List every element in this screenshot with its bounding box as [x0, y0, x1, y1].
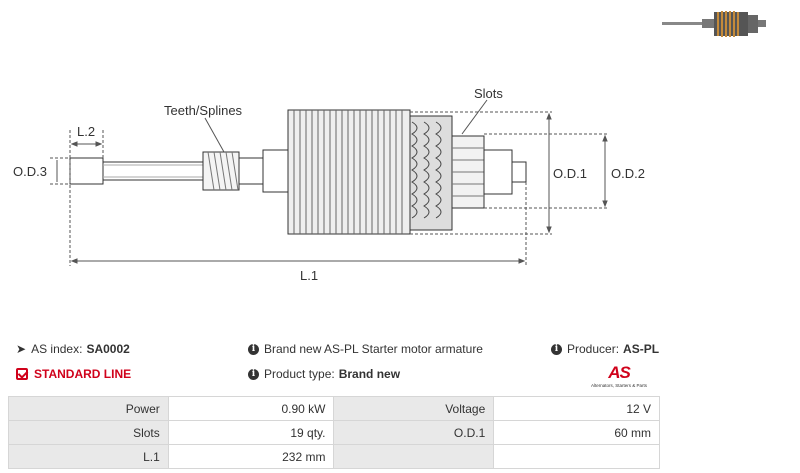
specs-table: Power 0.90 kW Voltage 12 V Slots 19 qty.… — [8, 396, 660, 469]
info-icon: i — [551, 343, 562, 355]
standard-line-text: STANDARD LINE — [34, 367, 132, 381]
label-od2: O.D.2 — [611, 166, 645, 181]
as-index-label: AS index: — [31, 342, 83, 356]
spec-label: L.1 — [8, 444, 169, 469]
label-teeth-splines: Teeth/Splines — [164, 103, 243, 118]
as-pl-logo: AS Alternators, Starters & Parts — [588, 363, 650, 391]
table-row: Slots 19 qty. O.D.1 60 mm — [8, 420, 660, 445]
info-icon: i — [248, 343, 259, 355]
logo-tagline: Alternators, Starters & Parts — [590, 383, 648, 388]
product-type-label: Product type: — [264, 367, 335, 381]
spec-value: 12 V — [493, 396, 660, 421]
label-od1: O.D.1 — [553, 166, 587, 181]
spec-label: O.D.1 — [333, 420, 495, 445]
label-l1: L.1 — [300, 268, 318, 283]
producer-label: Producer: — [567, 342, 620, 356]
spec-value: 60 mm — [493, 420, 660, 445]
logo-mark: AS — [608, 363, 631, 382]
armature-diagram: Teeth/Splines Slots L.2 O.D.3 O.D.1 O.D.… — [13, 86, 645, 283]
spec-label — [333, 444, 495, 469]
producer: i Producer: AS-PL — [551, 342, 659, 356]
description-text: Brand new AS-PL Starter motor armature — [264, 342, 483, 356]
as-index-value: SA0002 — [86, 342, 130, 356]
label-l2: L.2 — [77, 124, 95, 139]
product-type-value: Brand new — [338, 367, 401, 381]
table-row: L.1 232 mm — [8, 444, 660, 469]
product-thumbnail — [662, 11, 766, 37]
as-index: ➤ AS index: SA0002 — [16, 342, 130, 356]
spec-value — [493, 444, 660, 469]
check-square-icon — [16, 368, 28, 380]
spec-label: Voltage — [333, 396, 495, 421]
label-od3: O.D.3 — [13, 164, 47, 179]
product-type: i Product type: Brand new — [248, 367, 400, 381]
standard-line-badge: STANDARD LINE — [16, 367, 131, 381]
spec-value: 0.90 kW — [167, 396, 335, 421]
description: i Brand new AS-PL Starter motor armature — [248, 342, 483, 356]
table-row: Power 0.90 kW Voltage 12 V — [8, 396, 660, 421]
spec-label: Slots — [8, 420, 169, 445]
tag-icon: ➤ — [16, 342, 27, 356]
label-slots: Slots — [474, 86, 503, 101]
spec-label: Power — [8, 396, 169, 421]
info-icon: i — [248, 368, 259, 380]
producer-value: AS-PL — [623, 342, 660, 356]
spec-value: 232 mm — [167, 444, 335, 469]
spec-value: 19 qty. — [167, 420, 335, 445]
